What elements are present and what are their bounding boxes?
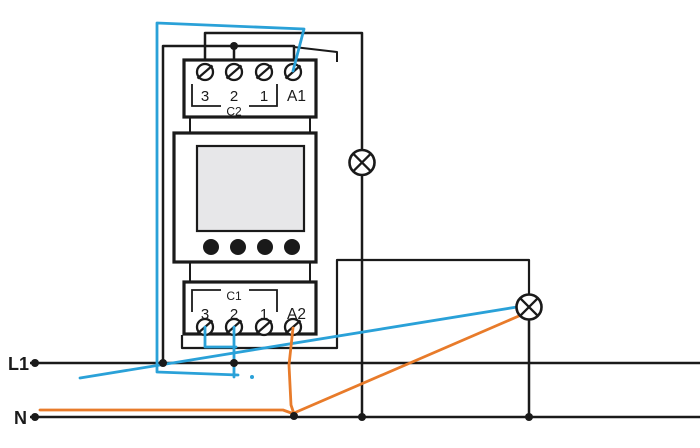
junction-top-feed [230, 42, 238, 50]
device-button-3 [257, 239, 273, 255]
a1-top-jog-wire [293, 46, 338, 62]
time-switch-device: 3 2 1 A1 C2 C1 3 2 1 A2 [172, 58, 318, 337]
bottom-label-c1: C1 [226, 289, 242, 303]
junction-n-lamp2 [525, 413, 533, 421]
lcd-display [195, 144, 306, 233]
top-bracket [191, 84, 278, 107]
top-label-c2: C2 [226, 105, 242, 119]
device-buttons [203, 239, 300, 255]
bottom-label-a2: A2 [287, 306, 306, 323]
orange-wiring [38, 314, 522, 416]
bottom-label-3: 3 [201, 306, 209, 323]
junction-n-lamp1 [358, 413, 366, 421]
orange-diagonal-to-lamp2-wire [292, 314, 522, 415]
device-body-upper [189, 116, 311, 134]
n-orange-run-wire [38, 408, 296, 416]
n-label: N [14, 408, 27, 428]
junction-dots [31, 42, 533, 421]
blue-wiring [78, 21, 519, 380]
lamp-1 [348, 148, 376, 177]
top-label-a1: A1 [287, 88, 306, 105]
blue-diagonal-to-lamp2-wire [78, 305, 519, 380]
a1-blue-loop-wire [155, 21, 306, 377]
device-body-lower [189, 261, 311, 283]
l1-label: L1 [8, 354, 29, 374]
device-button-2 [230, 239, 246, 255]
junction-l1-blue [230, 359, 238, 367]
lamp-2-cross [519, 297, 539, 317]
bottom-terminal3-blue-wire [203, 325, 238, 349]
junction-n-start [31, 413, 39, 421]
top-label-1: 1 [260, 88, 268, 105]
junction-l1-riser [159, 359, 167, 367]
lamp-2 [515, 293, 543, 321]
top-label-2: 2 [230, 88, 238, 105]
device-button-1 [203, 239, 219, 255]
junction-l1-start [31, 359, 39, 367]
junction-n-orange [290, 412, 298, 420]
lamp-1-cross [352, 152, 372, 173]
a2-to-n-orange-wire [287, 326, 296, 416]
bottom-terminal-labels: C1 3 2 1 A2 [191, 289, 306, 323]
blue-stray-dot [250, 375, 254, 379]
black-wiring [30, 31, 700, 419]
top-terminal-labels: 3 2 1 A1 C2 [191, 84, 306, 119]
bottom-label-2: 2 [230, 306, 238, 323]
bottom-label-1: 1 [260, 306, 268, 323]
c2-output-to-lamp1-wire [203, 31, 364, 150]
bottom-bracket [191, 289, 278, 312]
lamp2-feed-wire [180, 258, 531, 350]
top-label-3: 3 [201, 88, 209, 105]
device-button-4 [284, 239, 300, 255]
l1-to-a1-wire [161, 44, 296, 363]
